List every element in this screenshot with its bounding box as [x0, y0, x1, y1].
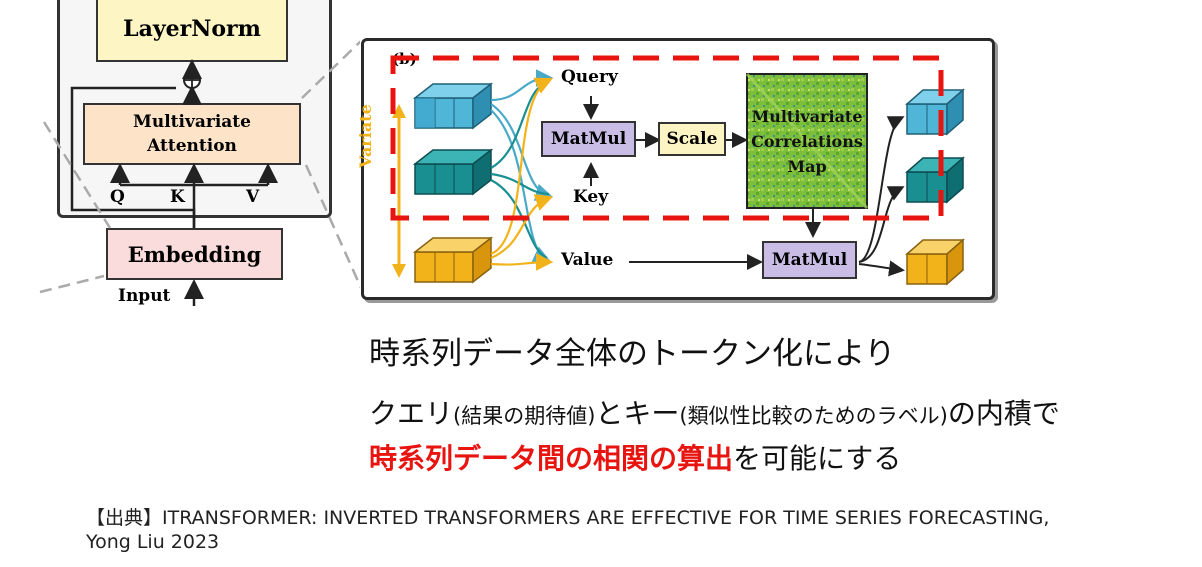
v-label: V	[246, 187, 260, 207]
left-panel-connectors	[39, 40, 360, 306]
source-line1: 【出典】ITRANSFORMER: INVERTED TRANSFORMERS …	[86, 507, 1050, 529]
output-yellow-stack	[905, 238, 965, 286]
caption-query: クエリ	[369, 397, 454, 430]
value-label: Value	[561, 250, 614, 270]
embedding-block: Embedding	[106, 228, 283, 280]
scale-label: Scale	[666, 129, 718, 149]
caption-query-note: (結果の期待値)	[453, 404, 596, 428]
scale-block: Scale	[658, 122, 726, 156]
map-label-line2: Correlations	[751, 132, 863, 151]
caption-key-note: (類似性比較のためのラベル)	[679, 404, 948, 428]
caption-highlight: 時系列データ間の相関の算出	[369, 442, 734, 475]
blue-token-stack	[412, 82, 494, 130]
map-label-line1: Multivariate	[751, 107, 863, 126]
key-label: Key	[573, 187, 609, 207]
source-citation: 【出典】ITRANSFORMER: INVERTED TRANSFORMERS …	[86, 506, 1049, 554]
matmul-top-label: MatMul	[550, 129, 627, 149]
k-label: K	[170, 187, 185, 207]
attention-detail-diagram	[390, 55, 965, 286]
layernorm-label: LayerNorm	[123, 16, 261, 42]
input-label: Input	[118, 286, 171, 306]
caption-line2: クエリ(結果の期待値)とキー(類似性比較のためのラベル)の内積で	[369, 392, 1060, 432]
multivariate-attention-block: Multivariate Attention	[83, 103, 301, 165]
output-blue-stack	[905, 88, 965, 136]
output-teal-stack	[905, 156, 965, 204]
matmul-top-block: MatMul	[541, 121, 636, 157]
caption-line3: 時系列データ間の相関の算出を可能にする	[369, 437, 901, 477]
caption-line3-rest: を可能にする	[733, 442, 902, 475]
attention-label-line2: Attention	[147, 136, 237, 156]
query-label: Query	[561, 67, 618, 87]
q-label: Q	[110, 187, 125, 207]
correlation-map-label: Multivariate Correlations Map	[747, 104, 867, 179]
layernorm-block: LayerNorm	[96, 0, 288, 62]
map-label-line3: Map	[787, 157, 827, 176]
yellow-token-stack	[412, 236, 494, 284]
embedding-label: Embedding	[127, 241, 262, 267]
caption-dot-product: の内積で	[947, 397, 1060, 430]
source-line2: Yong Liu 2023	[86, 531, 220, 553]
caption-line1: 時系列データ全体のトークン化により	[369, 336, 896, 372]
attention-label-line1: Multivariate	[133, 112, 251, 132]
variate-label: Variate	[356, 104, 375, 168]
caption-key: とキー	[595, 397, 680, 430]
matmul-bottom-block: MatMul	[762, 241, 857, 279]
matmul-bottom-label: MatMul	[771, 250, 848, 270]
teal-token-stack	[412, 148, 494, 196]
